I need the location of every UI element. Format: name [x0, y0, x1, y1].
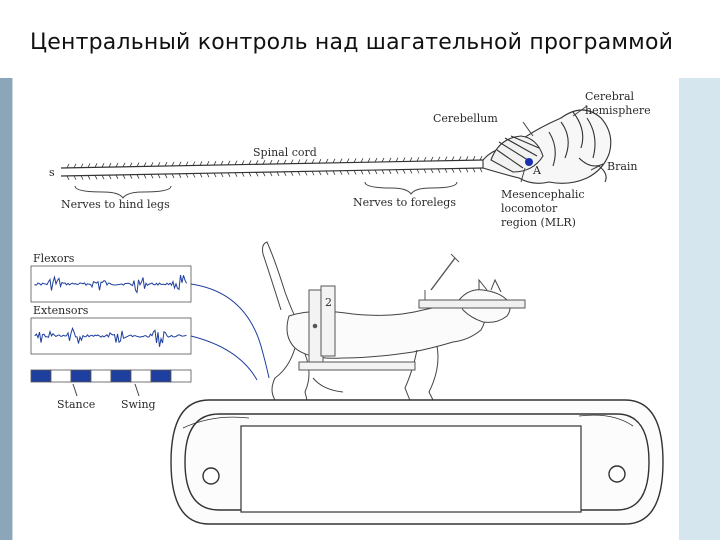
- fore-nerves-brace: [364, 181, 458, 195]
- phase-bar-segment: [130, 369, 152, 383]
- phase-bar-segment: [90, 369, 112, 383]
- left-edge-strip: [0, 78, 12, 540]
- brain-pointer: [590, 165, 600, 171]
- stance-pointer: [72, 383, 78, 397]
- spinal-cord-end-marker: s: [49, 166, 55, 179]
- treadmill: [170, 399, 664, 525]
- spinal-cord-label: Spinal cord: [253, 146, 317, 159]
- diagram-panel: s Spinal cord Nerves to hind legs Nerves…: [12, 78, 679, 540]
- extensors-label: Extensors: [33, 304, 89, 317]
- cerebral-hemisphere-label-1: Cerebral: [585, 90, 635, 103]
- head-fixation-rod: [418, 253, 526, 309]
- hind-nerves-brace: [74, 185, 172, 199]
- hemisphere-pointer: [572, 105, 588, 117]
- phase-bar-segment: [150, 369, 172, 383]
- extensors-trace-box: [30, 317, 192, 355]
- flexors-emg-trace: [34, 275, 187, 294]
- phase-bar-segment: [50, 369, 72, 383]
- mlr-label-3: region (MLR): [501, 216, 576, 229]
- frame-marker-2: 2: [325, 296, 332, 309]
- swing-label: Swing: [121, 398, 156, 411]
- mlr-dot: [525, 158, 533, 166]
- spinal-cord: [60, 155, 484, 181]
- cerebral-hemisphere-label-2: hemisphere: [585, 104, 651, 117]
- locomotion-diagram: s Spinal cord Nerves to hind legs Nerves…: [30, 90, 664, 525]
- brain-illustration: [482, 109, 612, 184]
- mlr-label-1: Mesencephalic: [501, 188, 585, 201]
- mlr-label-2: locomotor: [501, 202, 558, 215]
- slide-title: Центральный контроль над шагательной про…: [30, 30, 674, 55]
- flexors-label: Flexors: [33, 252, 75, 265]
- phase-bar-segment: [30, 369, 52, 383]
- mlr-pointer: [520, 167, 526, 183]
- flexor-electrode-wire: [190, 283, 270, 379]
- swing-pointer: [134, 383, 140, 397]
- phase-bar-segment: [110, 369, 132, 383]
- phase-bar-segment: [70, 369, 92, 383]
- phase-bar-segment: [170, 369, 192, 383]
- hip-fixation-frame: [298, 285, 416, 371]
- right-edge-strip: [678, 78, 720, 540]
- stance-label: Stance: [57, 398, 95, 411]
- nerves-forelegs-label: Nerves to forelegs: [353, 196, 456, 209]
- extensors-emg-trace: [34, 326, 187, 347]
- brain-label: Brain: [607, 160, 638, 173]
- cat-illustration: [262, 241, 511, 409]
- mlr-marker-a: A: [532, 164, 542, 177]
- cerebellum-label: Cerebellum: [433, 112, 498, 125]
- phase-bar: [30, 369, 192, 383]
- cerebellum-pointer: [522, 121, 534, 137]
- nerves-hind-legs-label: Nerves to hind legs: [61, 198, 170, 211]
- extensor-electrode-wire: [190, 335, 258, 381]
